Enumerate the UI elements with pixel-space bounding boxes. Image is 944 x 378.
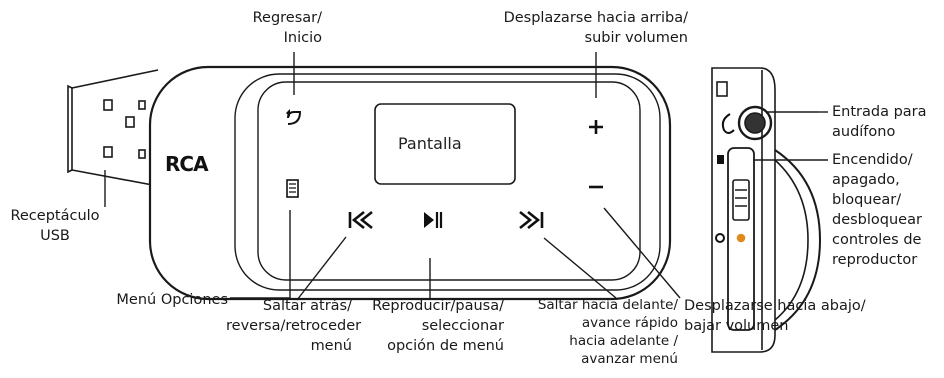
callout-saltar-delante: Saltar hacia delante/ avance rápido haci… — [537, 297, 678, 367]
player-body — [148, 65, 672, 301]
menu-list-icon — [286, 179, 299, 198]
skip-forward-icon — [519, 210, 544, 230]
plus-icon — [589, 120, 603, 134]
lock-icon — [717, 155, 724, 164]
callout-receptaculo-usb: Receptáculo USB — [10, 208, 100, 244]
skip-back-icon — [348, 210, 373, 230]
power-icon — [715, 233, 725, 243]
button-icons — [286, 109, 735, 243]
brand-logo: RCA — [165, 152, 209, 176]
callout-menu-opciones: Menú Opciones — [116, 292, 228, 308]
screen-label: Pantalla — [398, 134, 462, 153]
headphone-jack-icon — [721, 113, 735, 134]
callout-entrada-audifono: Entrada para audífono — [832, 104, 927, 140]
callout-encendido: Encendido/ apagado, bloquear/ desbloquea… — [832, 152, 922, 268]
callout-reproducir: Reproducir/pausa/ seleccionar opción de … — [372, 298, 504, 354]
callout-leaders — [104, 52, 828, 301]
callout-desplazarse-abajo: Desplazarse hacia abajo/ bajar volumen — [684, 298, 866, 334]
side-view — [711, 67, 822, 353]
callout-saltar-atras: Saltar atrás/ reversa/retroceder menú — [226, 298, 362, 354]
callout-desplazarse-arriba: Desplazarse hacia arriba/ subir volumen — [503, 10, 688, 46]
callout-regresar: Regresar/ Inicio — [252, 10, 322, 46]
usb-connector — [67, 69, 159, 187]
play-pause-icon — [424, 212, 434, 228]
